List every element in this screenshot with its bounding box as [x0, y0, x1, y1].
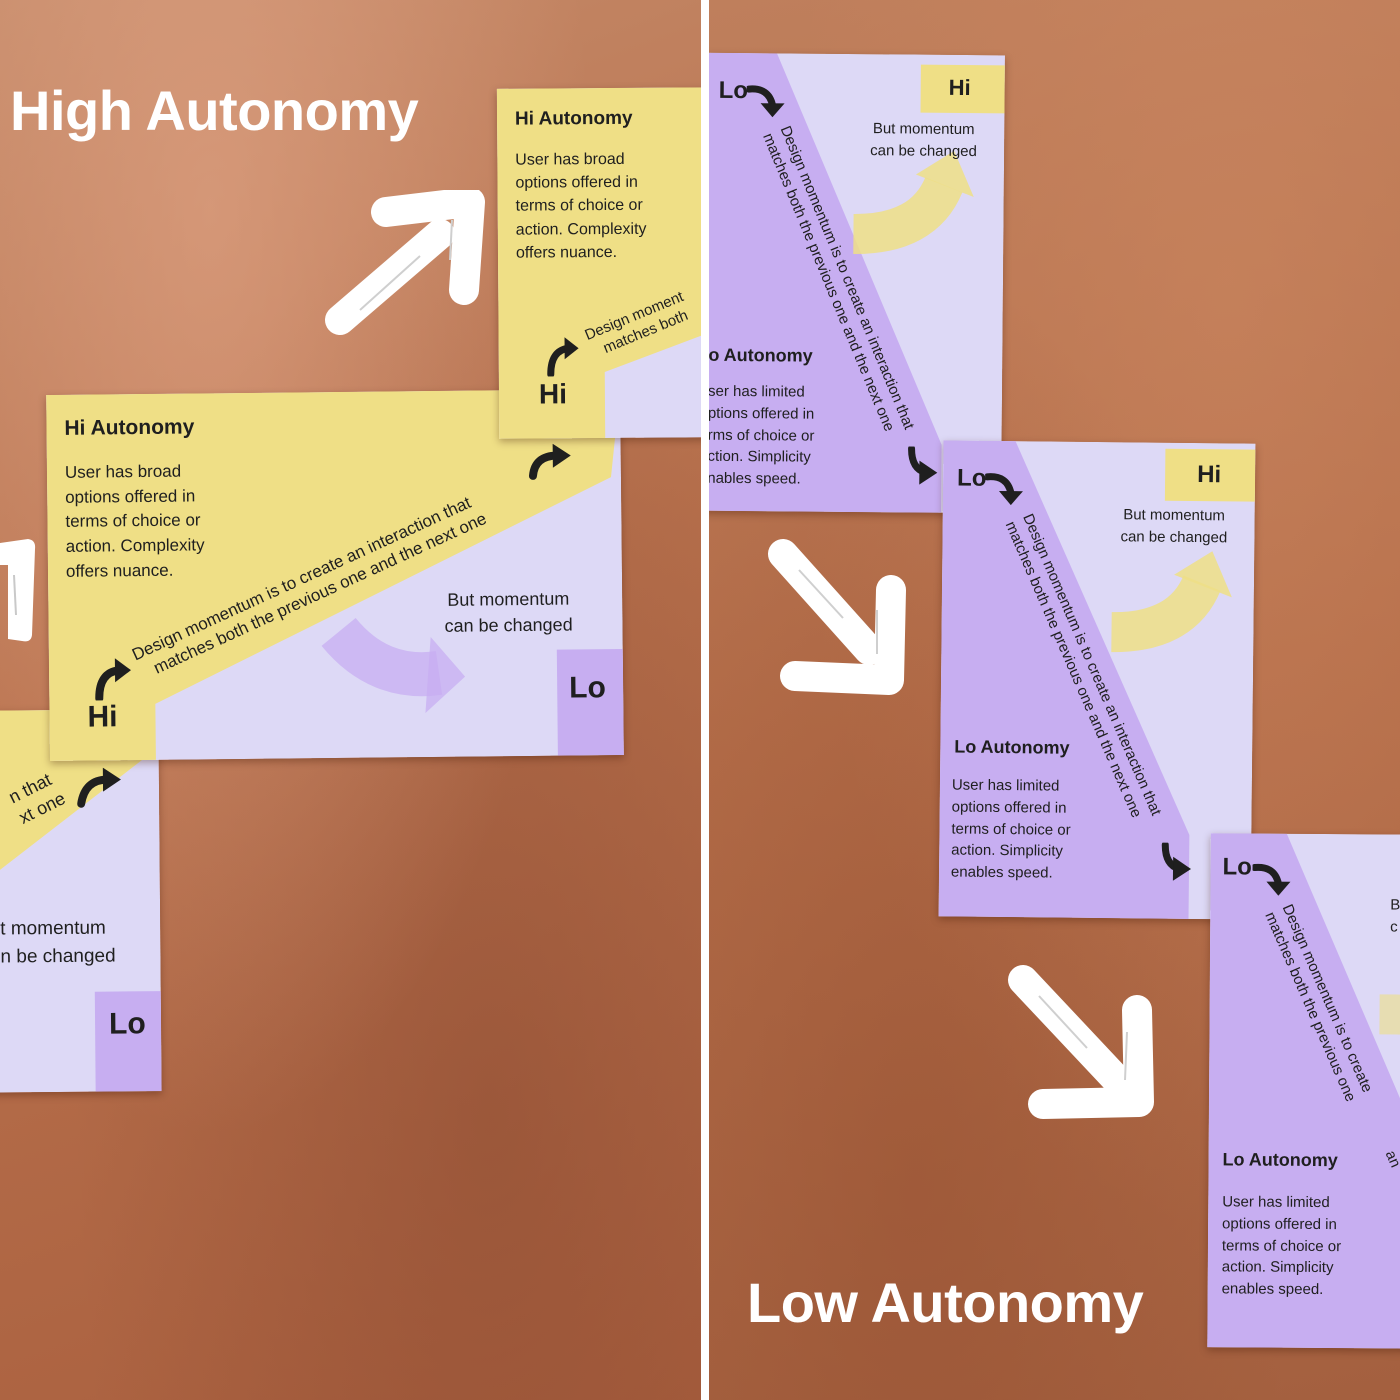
momentum-text-fragment: B c: [1390, 896, 1400, 936]
hi-marker: Hi: [948, 74, 971, 101]
headline-high-autonomy: High Autonomy: [10, 79, 419, 142]
curved-arrow-icon: [984, 473, 1023, 506]
card-body-lo: User has limited options offered in term…: [1221, 1193, 1342, 1299]
lo-marker: Lo: [108, 1007, 146, 1041]
momentum-text: But momentum can be changed: [870, 120, 977, 160]
white-arrow-icon: [768, 539, 906, 695]
white-arrow-icon: [1008, 965, 1154, 1119]
hi-marker: Hi: [538, 378, 568, 410]
card-body-hi: User has broad options offered in terms …: [515, 150, 647, 262]
lo-marker: Lo: [956, 464, 987, 492]
curved-arrow-icon: [547, 337, 579, 377]
card-title-hi-autonomy: Hi Autonomy: [514, 107, 633, 130]
white-arrow-icon: [0, 539, 36, 642]
right-panel-low-autonomy: Lo Hi But momentum can be changed Design…: [709, 0, 1400, 1400]
lo-marker: Lo: [1222, 853, 1252, 881]
curved-arrow-icon: [1161, 842, 1192, 881]
lo-marker: Lo: [569, 671, 607, 705]
hi-lo-card-top: Hi Autonomy User has broad options offer…: [496, 87, 701, 439]
hi-marker: Hi: [1197, 461, 1222, 489]
lo-marker: Lo: [718, 76, 749, 105]
momentum-text: But momentum can be changed: [444, 588, 573, 636]
card-body-lo: ser has limited ptions offered in rms of…: [709, 382, 815, 488]
panel-divider: [701, 0, 709, 1400]
left-panel-high-autonomy: High Autonomy n that xt one t momentum: [0, 0, 701, 1400]
curved-arrow-icon: [77, 767, 121, 808]
headline-low-autonomy: Low Autonomy: [747, 1271, 1144, 1334]
lo-hi-card-top: Lo Hi But momentum can be changed Design…: [709, 52, 1005, 514]
card-body-lo: User has limited options offered in term…: [950, 776, 1071, 882]
hi-lo-card-middle: Hi Autonomy User has broad options offer…: [46, 389, 624, 761]
card-title-lo-autonomy: Lo Autonomy: [954, 736, 1070, 758]
curved-arrow-icon: [95, 658, 131, 701]
card-title-hi-autonomy: Hi Autonomy: [64, 415, 195, 440]
curved-arrow-icon: [746, 85, 785, 118]
curved-arrow-icon: [528, 443, 571, 480]
curved-arrow-icon: [908, 446, 938, 485]
card-title-lo-autonomy: o Autonomy: [709, 344, 813, 366]
card-title-lo-autonomy: Lo Autonomy: [1222, 1149, 1338, 1171]
white-arrow-icon: [325, 190, 485, 335]
lo-hi-card-bottom: Lo B c Design momentum is to create matc…: [1207, 833, 1400, 1349]
lo-hi-card-middle: Lo Hi But momentum can be changed Design…: [938, 440, 1256, 920]
card-body-hi: User has broad options offered in terms …: [64, 461, 205, 581]
momentum-text-fragment: t momentum n be changed: [0, 917, 116, 968]
curved-arrow-icon: [1252, 863, 1291, 896]
hi-lo-card-bottom-left: n that xt one t momentum n be changed Lo: [0, 709, 162, 1093]
hi-marker: Hi: [87, 700, 118, 734]
momentum-text: But momentum can be changed: [1120, 506, 1228, 547]
